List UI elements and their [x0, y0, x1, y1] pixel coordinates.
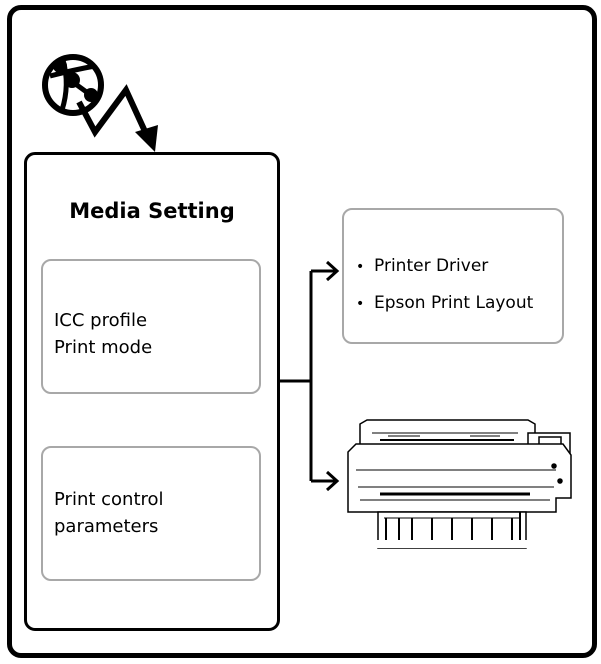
- icc-profile-box: ICC profile Print mode: [41, 259, 261, 394]
- software-item-printer-driver: • Printer Driver: [356, 248, 533, 285]
- parameters-label: parameters: [54, 516, 159, 537]
- print-control-label: Print control: [54, 489, 164, 510]
- bullet-icon: •: [356, 296, 365, 312]
- large-format-printer-icon: [347, 419, 572, 549]
- media-setting-title: Media Setting: [69, 199, 235, 223]
- software-box: • Printer Driver • Epson Print Layout: [342, 208, 564, 344]
- print-mode-label: Print mode: [54, 337, 153, 358]
- software-item-epson-print-layout: • Epson Print Layout: [356, 285, 533, 322]
- connector-lines: [276, 260, 340, 492]
- software-list: • Printer Driver • Epson Print Layout: [356, 248, 533, 322]
- software-item-label: Printer Driver: [374, 256, 489, 276]
- media-setting-box: Media Setting ICC profile Print mode Pri…: [24, 152, 280, 631]
- lightning-arrow-icon: [76, 84, 158, 152]
- bullet-icon: •: [356, 259, 365, 275]
- print-control-text: Print control parameters: [54, 486, 164, 540]
- icc-profile-label: ICC profile: [54, 310, 148, 331]
- globe-network-icon: [42, 54, 104, 116]
- software-item-label: Epson Print Layout: [374, 293, 534, 313]
- icc-profile-text: ICC profile Print mode: [54, 307, 152, 361]
- print-control-box: Print control parameters: [41, 446, 261, 581]
